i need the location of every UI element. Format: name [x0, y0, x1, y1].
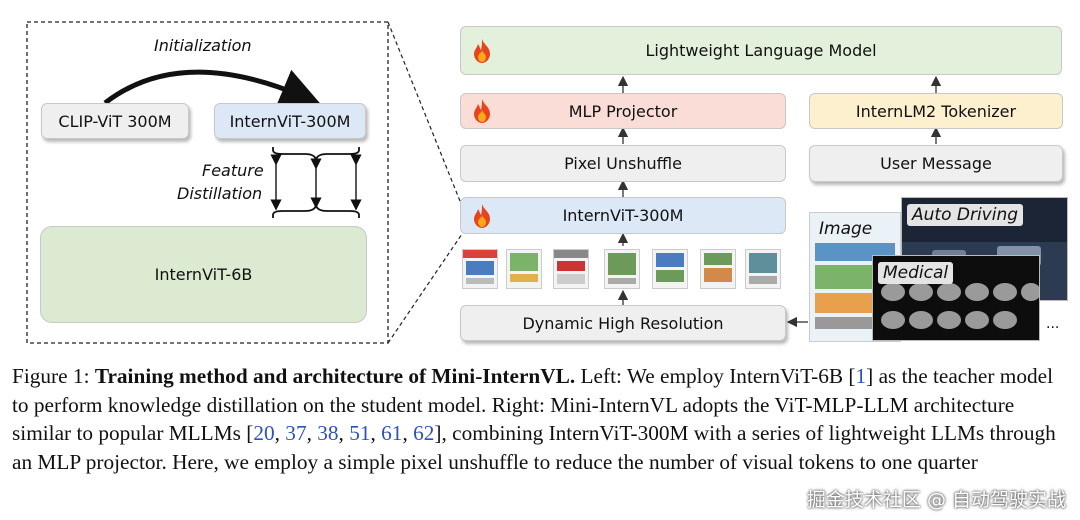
watermark: 掘金技术社区 @ 自动驾驶实战 [806, 489, 1066, 511]
internvit-300m-box: InternViT-300M [460, 197, 786, 234]
separator: , [338, 421, 350, 446]
citation-link[interactable]: 38 [317, 421, 339, 446]
caption-text-3: ], combining InternViT-300M with a serie… [12, 421, 1056, 474]
internvit-6b-label: InternViT-6B [154, 265, 253, 284]
image-tile [745, 249, 781, 289]
feature-label: Feature [202, 161, 264, 180]
separator: , [306, 421, 318, 446]
pixel-unshuffle-box: Pixel Unshuffle [460, 145, 786, 182]
initialization-arrow [103, 69, 321, 107]
internvit-label: InternViT-300M [562, 206, 684, 225]
internvit-300m-student-label: InternViT-300M [229, 111, 351, 131]
left-panel-border [26, 21, 389, 344]
distillation-label: Distillation [177, 184, 263, 203]
caption-prefix: Figure 1: [12, 364, 95, 388]
dynamic-resolution-label: Dynamic High Resolution [522, 313, 724, 333]
separator: , [402, 421, 414, 446]
citation-link[interactable]: 20 [253, 421, 275, 446]
distillation-bracket-bottom [272, 204, 360, 218]
language-model-label: Lightweight Language Model [645, 41, 877, 60]
citation-link[interactable]: 61 [381, 421, 403, 446]
figure-caption: Figure 1: Training method and architectu… [12, 362, 1072, 476]
zoom-line-bottom [387, 233, 463, 344]
user-message-label: User Message [880, 154, 992, 173]
flame-icon [474, 203, 490, 228]
caption-text-2: ] as the teacher model to perform knowle… [12, 364, 1054, 446]
clip-vit-label: CLIP-ViT 300M [58, 111, 172, 131]
image-tile [652, 249, 688, 289]
zoom-line-top [387, 21, 463, 207]
separator: , [274, 421, 286, 446]
flame-icon [474, 38, 490, 63]
clip-vit-box: CLIP-ViT 300M [41, 103, 189, 139]
citation-link[interactable]: 62 [413, 421, 435, 446]
initialization-label: Initialization [154, 36, 252, 55]
image-tile [462, 249, 498, 289]
medical-tag: Medical [878, 262, 954, 284]
mlp-projector-box: MLP Projector [460, 93, 786, 129]
distillation-bracket-top [272, 147, 360, 161]
image-tag: Image [814, 218, 878, 240]
diagram-overlay [26, 21, 942, 344]
internvit-6b-teacher-box: InternViT-6B [40, 226, 367, 323]
pixel-unshuffle-label: Pixel Unshuffle [564, 154, 682, 173]
ellipsis: ... [1046, 316, 1060, 332]
lightweight-language-model-box: Lightweight Language Model [460, 26, 1062, 75]
dynamic-high-resolution-box: Dynamic High Resolution [460, 305, 786, 341]
user-message-box: User Message [809, 145, 1063, 182]
image-tile [553, 249, 589, 289]
internvit-300m-student-box: InternViT-300M [214, 103, 366, 139]
internlm2-tokenizer-box: InternLM2 Tokenizer [809, 93, 1063, 129]
ct-scan-grid [881, 283, 1039, 329]
citation-link[interactable]: 37 [285, 421, 307, 446]
image-tile [700, 249, 736, 289]
image-tile [604, 249, 640, 289]
citation-link[interactable]: 51 [349, 421, 371, 446]
separator: , [370, 421, 382, 446]
tokenizer-label: InternLM2 Tokenizer [855, 101, 1017, 121]
auto-driving-tag: Auto Driving [907, 204, 1024, 226]
caption-text-1: Left: We employ InternViT-6B [ [575, 364, 856, 388]
image-tile [506, 249, 542, 289]
caption-title: Training method and architecture of Mini… [94, 364, 576, 388]
mlp-projector-label: MLP Projector [568, 101, 678, 121]
flame-icon [474, 99, 490, 123]
citation-link[interactable]: 1 [855, 364, 867, 388]
